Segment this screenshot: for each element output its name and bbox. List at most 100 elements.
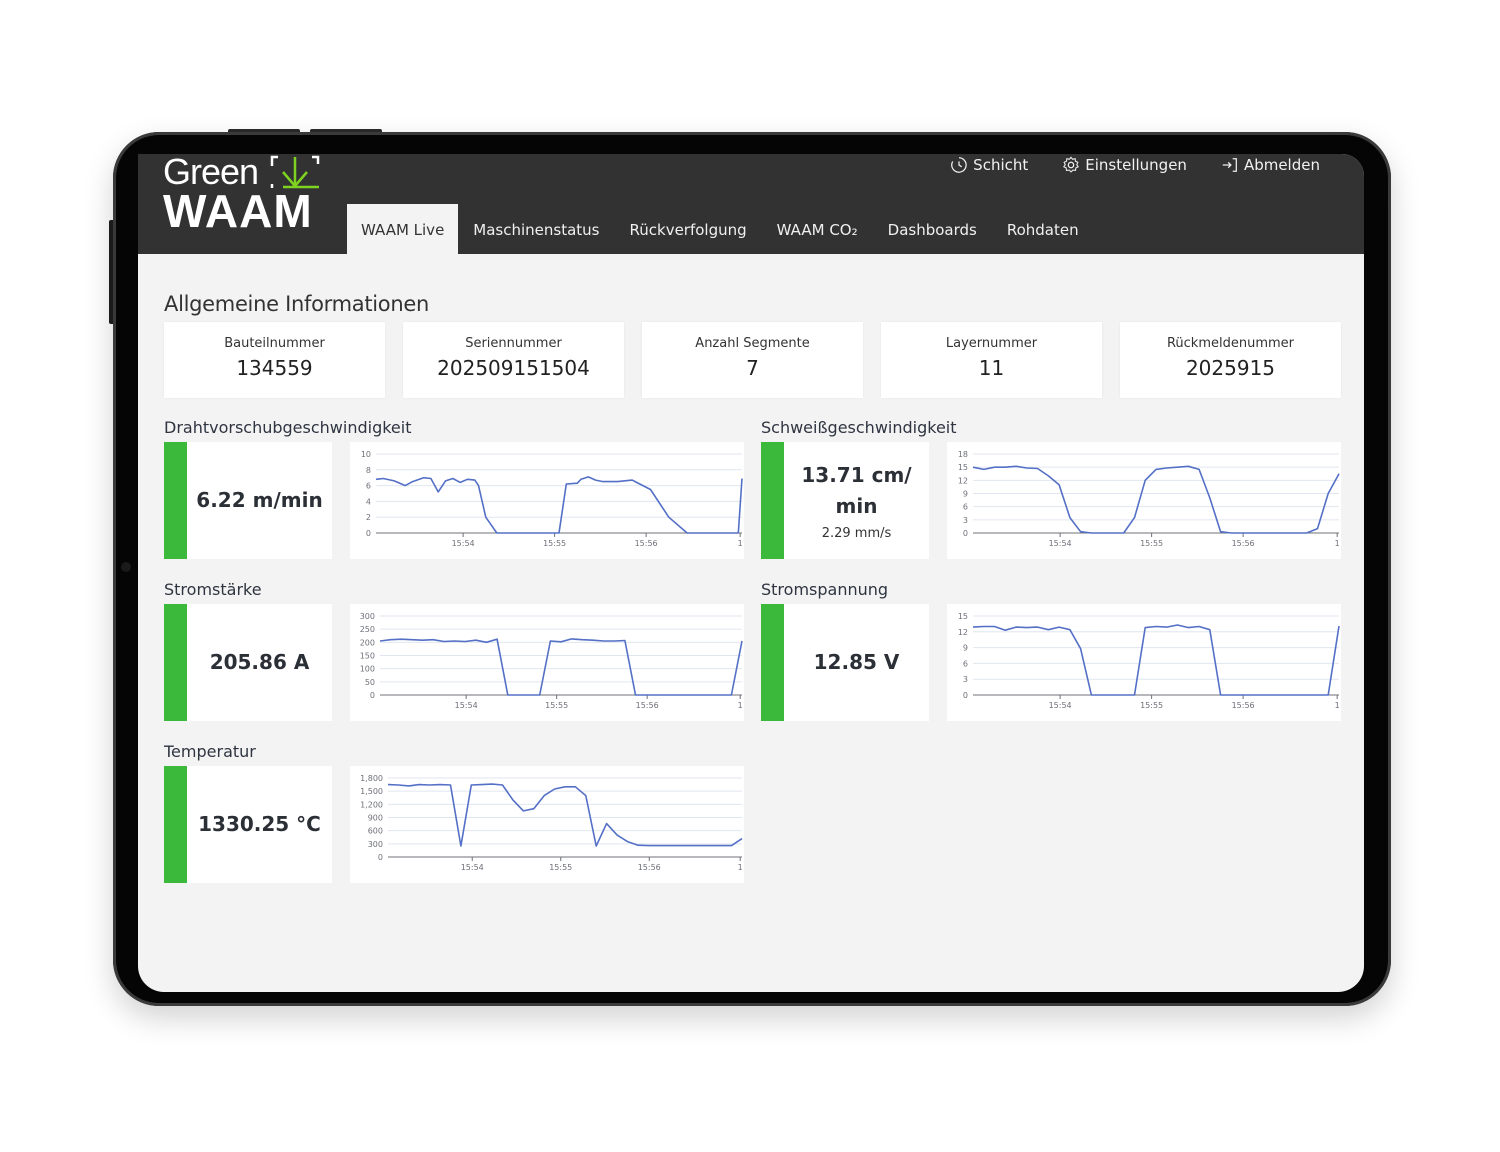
status-bar <box>164 766 187 883</box>
tab-waam-live[interactable]: WAAM Live <box>347 204 459 254</box>
svg-text:15:55: 15:55 <box>545 701 568 710</box>
svg-text:3: 3 <box>963 675 968 684</box>
svg-text:15:55: 15:55 <box>549 863 572 872</box>
clock-icon <box>951 157 967 173</box>
metric-value: 205.86 A <box>209 650 310 674</box>
metric-value: 1330.25 °C <box>198 812 321 836</box>
settings-button[interactable]: Einstellungen <box>1062 156 1187 174</box>
info-card-layernummer: Layernummer 11 <box>881 322 1102 398</box>
svg-text:15:54: 15:54 <box>455 701 478 710</box>
svg-text:150: 150 <box>360 652 375 661</box>
svg-text:0: 0 <box>366 529 371 538</box>
svg-text:15: 15 <box>958 612 968 621</box>
status-bar <box>761 604 784 721</box>
info-label: Seriennummer <box>465 336 562 351</box>
svg-text:12: 12 <box>958 628 968 637</box>
svg-text:1,200: 1,200 <box>360 800 383 809</box>
svg-text:15:56: 15:56 <box>1232 701 1255 710</box>
info-label: Layernummer <box>945 336 1038 351</box>
shift-label: Schicht <box>973 156 1029 174</box>
svg-text:2: 2 <box>366 513 371 522</box>
svg-text:1: 1 <box>1335 539 1340 548</box>
svg-text:15:55: 15:55 <box>1140 539 1163 548</box>
svg-text:1: 1 <box>738 701 743 710</box>
info-card-anzahl-segmente: Anzahl Segmente 7 <box>642 322 863 398</box>
svg-text:1: 1 <box>1335 701 1340 710</box>
svg-text:15:56: 15:56 <box>638 863 661 872</box>
info-label: Rückmeldenummer <box>1166 336 1295 351</box>
logo-text-waam: WAAM <box>163 185 313 237</box>
logout-button[interactable]: Abmelden <box>1221 156 1320 174</box>
status-bar <box>164 604 187 721</box>
logo[interactable]: Green WAAM <box>163 154 320 237</box>
svg-text:9: 9 <box>963 644 968 653</box>
info-card-bauteilnummer: Bauteilnummer 134559 <box>164 322 385 398</box>
svg-text:0: 0 <box>963 691 968 700</box>
tablet-frame: Green WAAM Schicht <box>113 132 1391 1006</box>
tablet-top-button-2 <box>310 129 382 133</box>
svg-text:300: 300 <box>368 840 383 849</box>
svg-text:10: 10 <box>361 450 371 459</box>
metric-title: Schweißgeschwindigkeit <box>761 418 957 437</box>
svg-text:15:56: 15:56 <box>1232 539 1255 548</box>
svg-text:15:54: 15:54 <box>461 863 484 872</box>
svg-text:15:54: 15:54 <box>452 539 475 548</box>
metric-drahtvorschub: Drahtvorschubgeschwindigkeit 6.22 m/min … <box>164 418 744 559</box>
tab-waam-co2[interactable]: WAAM CO₂ <box>776 221 858 239</box>
svg-text:250: 250 <box>360 625 375 634</box>
info-cards: Bauteilnummer 134559 Seriennummer 202509… <box>164 322 1341 398</box>
tab-rohdaten[interactable]: Rohdaten <box>1006 221 1079 239</box>
info-value: 11 <box>978 356 1005 380</box>
info-card-rueckmeldenummer: Rückmeldenummer 2025915 <box>1120 322 1341 398</box>
metric-value-cont: min <box>835 494 878 518</box>
svg-text:8: 8 <box>366 466 371 475</box>
metric-value: 6.22 m/min <box>196 488 323 512</box>
logout-icon <box>1222 158 1237 172</box>
metric-title: Stromspannung <box>761 580 889 599</box>
status-bar <box>761 442 784 559</box>
info-value: 2025915 <box>1185 356 1276 380</box>
svg-text:200: 200 <box>360 638 375 647</box>
svg-text:12: 12 <box>958 476 968 485</box>
logo-text-green: Green <box>163 154 259 192</box>
svg-text:1: 1 <box>738 539 743 548</box>
tablet-camera <box>121 562 131 572</box>
svg-text:300: 300 <box>360 612 375 621</box>
svg-text:9: 9 <box>963 490 968 499</box>
info-value: 7 <box>746 356 759 380</box>
metric-title: Stromstärke <box>164 580 262 599</box>
value-card: 13.71 cm/ min 2.29 mm/s <box>761 442 929 559</box>
info-value: 134559 <box>236 356 313 380</box>
info-value: 202509151504 <box>437 356 590 380</box>
tab-maschinenstatus[interactable]: Maschinenstatus <box>473 221 600 239</box>
shift-button[interactable]: Schicht <box>950 156 1028 174</box>
tab-rueckverfolgung[interactable]: Rückverfolgung <box>629 221 747 239</box>
tab-dashboards[interactable]: Dashboards <box>887 221 977 239</box>
tablet-top-button-1 <box>228 129 300 133</box>
status-bar <box>164 442 187 559</box>
metric-value: 12.85 V <box>813 650 900 674</box>
svg-text:50: 50 <box>365 678 375 687</box>
svg-text:15:54: 15:54 <box>1049 539 1072 548</box>
metric-value: 13.71 cm/ <box>801 463 912 487</box>
logo-mark-icon <box>270 155 320 189</box>
metric-subvalue: 2.29 mm/s <box>821 526 892 541</box>
svg-text:0: 0 <box>963 529 968 538</box>
info-card-seriennummer: Seriennummer 202509151504 <box>403 322 624 398</box>
svg-text:0: 0 <box>378 853 383 862</box>
svg-text:6: 6 <box>366 482 371 491</box>
app-screen: Green WAAM Schicht <box>138 154 1364 992</box>
main-tabs: WAAM Live Maschinenstatus Rückverfolgung… <box>347 204 1094 254</box>
